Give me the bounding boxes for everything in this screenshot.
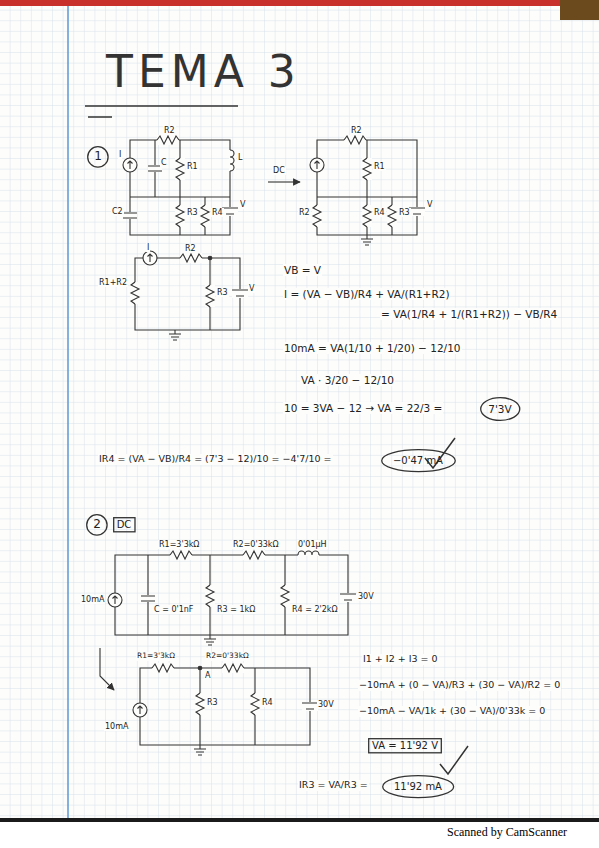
answer-box: VA = 11'92 V <box>368 738 442 754</box>
component-label: R2=0'33kΩ <box>232 540 280 549</box>
component-label: R2=0'33kΩ <box>205 652 250 661</box>
node-text: VA = 11'92 V <box>372 740 438 752</box>
node-text: DC <box>117 519 132 531</box>
answer-ellipse: 7'3V <box>480 397 520 421</box>
component-label: R1 <box>186 162 199 171</box>
component-label: 10mA <box>104 722 129 731</box>
component-label: L <box>237 153 243 162</box>
node-name: A <box>204 671 211 680</box>
component-label: R1=3'3kΩ <box>158 540 200 549</box>
circuit-1c <box>130 251 248 340</box>
mode-box: DC <box>113 517 136 533</box>
callout-number: 1 <box>87 146 109 168</box>
component-label: R4 <box>261 698 274 707</box>
equation: −10mA − VA/1k + (30 − VA)/0'33k = 0 <box>358 706 546 717</box>
component-label: I <box>118 150 122 159</box>
answer-ellipse: 11'92 mA <box>382 775 454 798</box>
circuit-1a <box>123 135 238 235</box>
component-label: R3 <box>216 288 229 297</box>
component-label: R1+R2 <box>98 278 128 287</box>
component-label: R3 <box>206 698 219 707</box>
circuit-1b <box>310 135 425 245</box>
node-text: 11'92 mA <box>394 781 442 793</box>
component-label: 30V <box>317 700 335 709</box>
component-label: R4 <box>373 208 386 217</box>
component-label: R1 <box>373 162 386 171</box>
component-label: R3 <box>398 208 411 217</box>
component-label: R2 <box>298 208 311 217</box>
component-label: C = 0'1nF <box>153 605 194 614</box>
callout-number: 2 <box>86 514 108 536</box>
node-text: 7'3V <box>488 403 511 415</box>
scanner-watermark: Scanned by CamScanner <box>446 826 568 840</box>
component-label: R1=3'3kΩ <box>136 652 176 661</box>
node-text: 2 <box>93 518 101 532</box>
equation: VB = V <box>283 264 322 276</box>
equation: I1 + I2 + I3 = 0 <box>362 654 439 665</box>
component-label: I <box>146 243 150 252</box>
equation: VA · 3/20 − 12/10 <box>300 374 395 386</box>
component-label: R4 = 2'2kΩ <box>291 605 339 614</box>
equation: −10mA + (0 − VA)/R3 + (30 − VA)/R2 = 0 <box>358 680 561 691</box>
component-label: R2 <box>184 244 197 253</box>
equation: IR3 = VA/R3 = <box>298 780 369 791</box>
component-label: V <box>426 200 433 209</box>
component-label: 10mA <box>80 595 105 604</box>
component-label: 30V <box>357 592 375 601</box>
equation: = VA(1/R4 + 1/(R1+R2)) − VB/R4 <box>380 308 558 320</box>
node-text: 1 <box>94 150 102 164</box>
equation: 10 = 3VA − 12 → VA = 22/3 = <box>283 402 443 414</box>
component-label: V <box>248 284 255 293</box>
component-label: C <box>160 158 168 167</box>
circuit-2b <box>133 663 318 755</box>
equation: IR4 = (VA − VB)/R4 = (7'3 − 12)/10 = −4'… <box>98 454 333 465</box>
component-label: R3 <box>186 208 199 217</box>
component-label: R3 = 1kΩ <box>216 605 256 614</box>
answer-ellipse: −0'47 mA <box>381 449 456 472</box>
equation: I = (VA − VB)/R4 + VA/(R1+R2) <box>283 288 450 300</box>
component-label: R2 <box>350 126 363 135</box>
equation: 10mA = VA(1/10 + 1/20) − 12/10 <box>283 342 462 354</box>
component-label: 0'01µH <box>297 540 328 549</box>
node-text: −0'47 mA <box>393 455 443 467</box>
circuit-2a <box>108 549 356 645</box>
component-label: R4 <box>211 208 224 217</box>
page-title: TEMA 3 <box>106 46 301 97</box>
note: DC <box>272 166 286 175</box>
component-label: R2 <box>163 126 176 135</box>
component-label: C2 <box>111 207 124 216</box>
component-label: V <box>239 200 246 209</box>
